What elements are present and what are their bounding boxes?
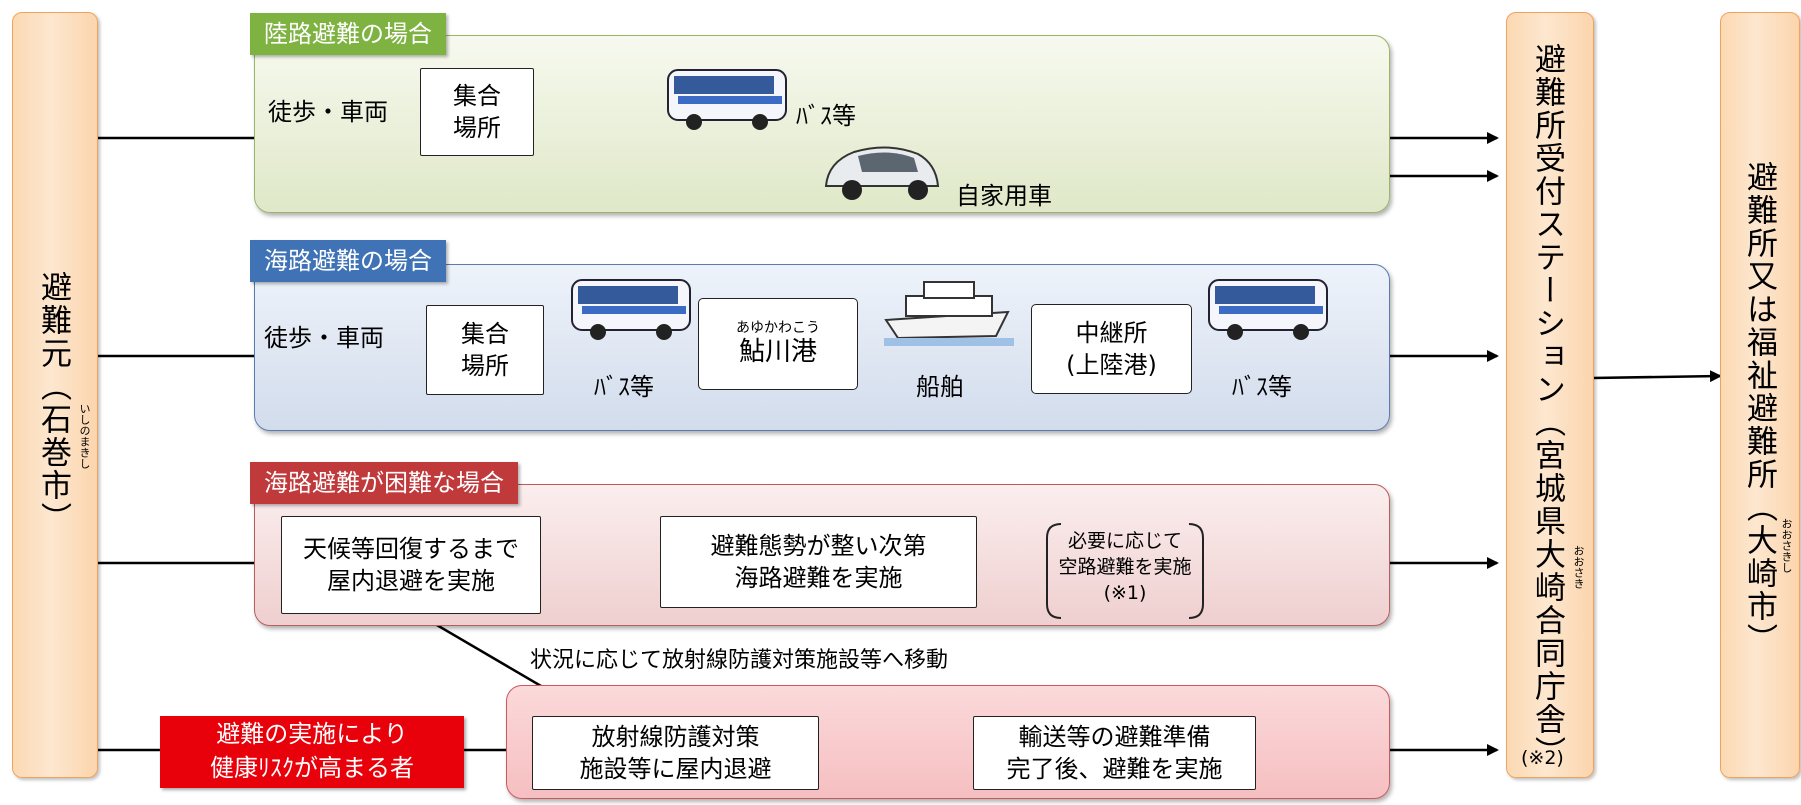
hard-step3-text: 必要に応じて 空路避難を実施 (※1) [1058, 530, 1192, 605]
sea-port-ruby: あゆかわこう [736, 320, 820, 336]
land-bus-label: ﾊﾞｽ等 [796, 102, 856, 130]
bus-icon [1208, 279, 1328, 340]
sea-ship-label: 船舶 [916, 373, 964, 401]
hard-step1-box: 天候等回復するまで 屋内退避を実施 [281, 516, 541, 614]
risk-step1-box: 放射線防護対策 施設等に屋内退避 [532, 716, 819, 790]
sea-port-box: あゆかわこう 鮎川港 [698, 298, 858, 390]
station-ruby: おおさき [1572, 545, 1585, 589]
bus-icon [571, 279, 691, 340]
land-title: 陸路避難の場合 [250, 13, 446, 55]
station-label: 避難所受付ステーション（宮城県大崎合同庁舎） [1529, 43, 1565, 769]
station-column: 避難所受付ステーション（宮城県大崎合同庁舎） おおさき (※2) [1506, 12, 1594, 778]
sea-port-label: 鮎川港 [738, 336, 817, 367]
sea-bus2-label: ﾊﾞｽ等 [1232, 373, 1292, 401]
land-car-label: 自家用車 [956, 182, 1052, 210]
origin-ruby: いしのまきし [78, 403, 91, 469]
ship-icon [884, 281, 1014, 346]
sea-assembly-box: 集合 場所 [426, 305, 544, 395]
bus-icon [667, 69, 787, 130]
sea-bus1-label: ﾊﾞｽ等 [594, 373, 654, 401]
hard-move-note: 状況に応じて放射線防護対策施設等へ移動 [530, 648, 949, 673]
destination-column: 避難所又は福祉避難所（大崎市） おおさきし [1720, 12, 1800, 778]
land-start: 徒歩・車両 [268, 98, 388, 126]
land-assembly-box: 集合 場所 [420, 68, 534, 156]
sea-start: 徒歩・車両 [264, 324, 384, 352]
risk-group-label: 避難の実施により 健康ﾘｽｸが高まる者 [160, 716, 464, 788]
sea-relay-box: 中継所 (上陸港) [1031, 304, 1192, 394]
station-note: (※2) [1521, 747, 1564, 769]
risk-step2-box: 輸送等の避難準備 完了後、避難を実施 [973, 716, 1256, 790]
car-icon [824, 146, 940, 200]
destination-ruby: おおさきし [1780, 518, 1793, 573]
origin-label: 避難元（石巻市） [35, 271, 71, 535]
origin-column: 避難元（石巻市） いしのまきし [12, 12, 98, 778]
hard-title: 海路避難が困難な場合 [250, 462, 518, 504]
sea-title: 海路避難の場合 [250, 240, 446, 282]
destination-label: 避難所又は福祉避難所（大崎市） [1741, 161, 1777, 656]
hard-step2-box: 避難態勢が整い次第 海路避難を実施 [660, 516, 977, 608]
hard-step3-bracket [1046, 523, 1204, 619]
